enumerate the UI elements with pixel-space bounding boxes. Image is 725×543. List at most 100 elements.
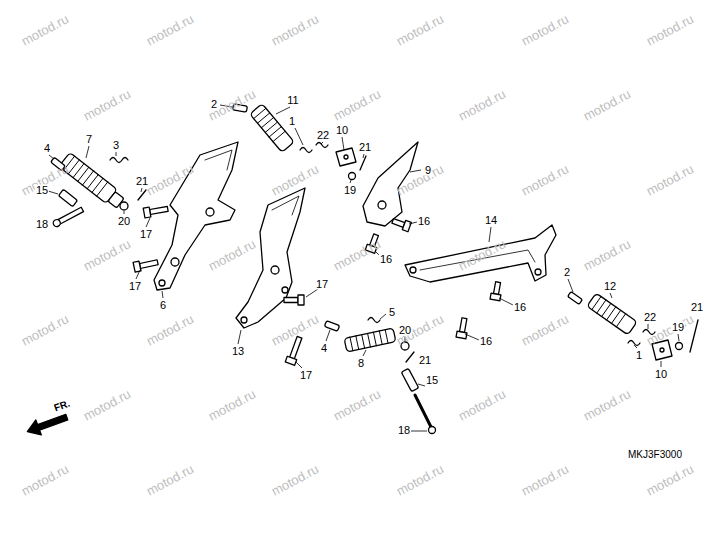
callout-number: 17 xyxy=(139,229,153,240)
callout-number: 16 xyxy=(417,216,431,227)
watermark: motod.ru xyxy=(519,312,570,348)
watermark: motod.ru xyxy=(81,237,132,273)
bolt xyxy=(143,204,168,218)
callout-number: 11 xyxy=(286,95,299,106)
watermark: motod.ru xyxy=(581,87,632,123)
callout-number: 4 xyxy=(320,343,328,354)
callout-number: 14 xyxy=(484,215,498,226)
callout-number: 18 xyxy=(397,425,411,436)
watermark: motod.ru xyxy=(519,12,570,48)
watermark: motod.ru xyxy=(19,312,70,348)
watermark: motod.ru xyxy=(644,12,695,48)
watermark: motod.ru xyxy=(394,12,445,48)
plate xyxy=(336,148,356,166)
callout-number: 19 xyxy=(671,322,685,333)
footpeg xyxy=(344,328,396,352)
watermark: motod.ru xyxy=(81,87,132,123)
watermark: motod.ru xyxy=(269,312,320,348)
callout-number: 9 xyxy=(424,165,432,176)
callout-number: 21 xyxy=(418,355,432,366)
sleeve xyxy=(401,368,418,391)
watermark: motod.ru xyxy=(19,462,70,498)
callout-number: 17 xyxy=(315,279,329,290)
pin xyxy=(415,395,431,427)
callout-number: 20 xyxy=(398,325,412,336)
callout-number: 16 xyxy=(379,254,393,265)
watermark: motod.ru xyxy=(144,162,195,198)
callout-number: 2 xyxy=(563,267,571,278)
watermark: motod.ru xyxy=(581,237,632,273)
footpeg xyxy=(59,152,126,210)
diagram-code: MKJ3F3000 xyxy=(627,450,683,460)
spring xyxy=(628,341,640,346)
bolt xyxy=(391,216,411,232)
callout-number: 19 xyxy=(343,185,357,196)
callout-number: 21 xyxy=(690,302,704,313)
callout-number: 21 xyxy=(358,142,372,153)
watermark: motod.ru xyxy=(456,237,507,273)
callout-number: 17 xyxy=(128,281,142,292)
sleeve xyxy=(58,189,77,206)
callout-number: 22 xyxy=(643,312,657,323)
leader-lines xyxy=(48,105,679,431)
watermark: motod.ru xyxy=(269,462,320,498)
watermark: motod.ru xyxy=(81,387,132,423)
bolt xyxy=(456,317,469,338)
callout-number: 5 xyxy=(388,307,396,318)
watermark: motod.ru xyxy=(394,162,445,198)
pin xyxy=(52,206,84,227)
pin xyxy=(568,292,583,305)
spring xyxy=(316,143,328,148)
direction-label: FR. xyxy=(52,398,72,414)
watermark: motod.ru xyxy=(644,162,695,198)
callout-number: 15 xyxy=(425,375,439,386)
callout-number: 6 xyxy=(159,300,167,311)
watermark: motod.ru xyxy=(206,237,257,273)
callout-number: 7 xyxy=(85,134,93,145)
pin xyxy=(324,321,339,331)
callout-number: 1 xyxy=(288,116,296,127)
watermark: motod.ru xyxy=(581,387,632,423)
watermark: motod.ru xyxy=(331,387,382,423)
cotter-pin xyxy=(406,352,414,362)
callout-number: 10 xyxy=(654,369,668,380)
washer xyxy=(349,173,356,180)
watermark: motod.ru xyxy=(19,12,70,48)
watermark: motod.ru xyxy=(394,462,445,498)
bolt xyxy=(490,281,503,300)
spring xyxy=(110,158,128,163)
footpeg-bracket xyxy=(236,188,305,328)
washer xyxy=(120,202,128,210)
callout-number: 10 xyxy=(335,125,349,136)
watermark: motod.ru xyxy=(519,462,570,498)
footpeg xyxy=(250,104,294,153)
watermark: motod.ru xyxy=(644,462,695,498)
callout-number: 15 xyxy=(35,185,49,196)
callout-number: 12 xyxy=(603,281,617,292)
callout-number: 20 xyxy=(117,216,131,227)
cotter-pin xyxy=(360,156,366,170)
footpeg-bracket xyxy=(154,142,238,290)
callout-number: 16 xyxy=(513,302,527,313)
watermark: motod.ru xyxy=(519,162,570,198)
watermark: motod.ru xyxy=(456,387,507,423)
callout-number: 22 xyxy=(316,130,330,141)
watermark: motod.ru xyxy=(144,312,195,348)
bolt xyxy=(133,257,159,272)
watermark: motod.ru xyxy=(331,237,382,273)
watermark: motod.ru xyxy=(456,87,507,123)
watermark: motod.ru xyxy=(206,387,257,423)
callout-number: 3 xyxy=(112,140,120,151)
watermark: motod.ru xyxy=(331,87,382,123)
callout-number: 13 xyxy=(231,346,245,357)
washer xyxy=(676,343,683,350)
callout-number: 21 xyxy=(135,176,149,187)
watermark: motod.ru xyxy=(269,12,320,48)
rear-bracket xyxy=(405,225,556,282)
callout-number: 8 xyxy=(357,358,365,369)
callout-number: 17 xyxy=(299,370,313,381)
cotter-pin xyxy=(138,190,146,200)
callout-number: 16 xyxy=(479,336,493,347)
callout-number: 2 xyxy=(210,99,218,110)
